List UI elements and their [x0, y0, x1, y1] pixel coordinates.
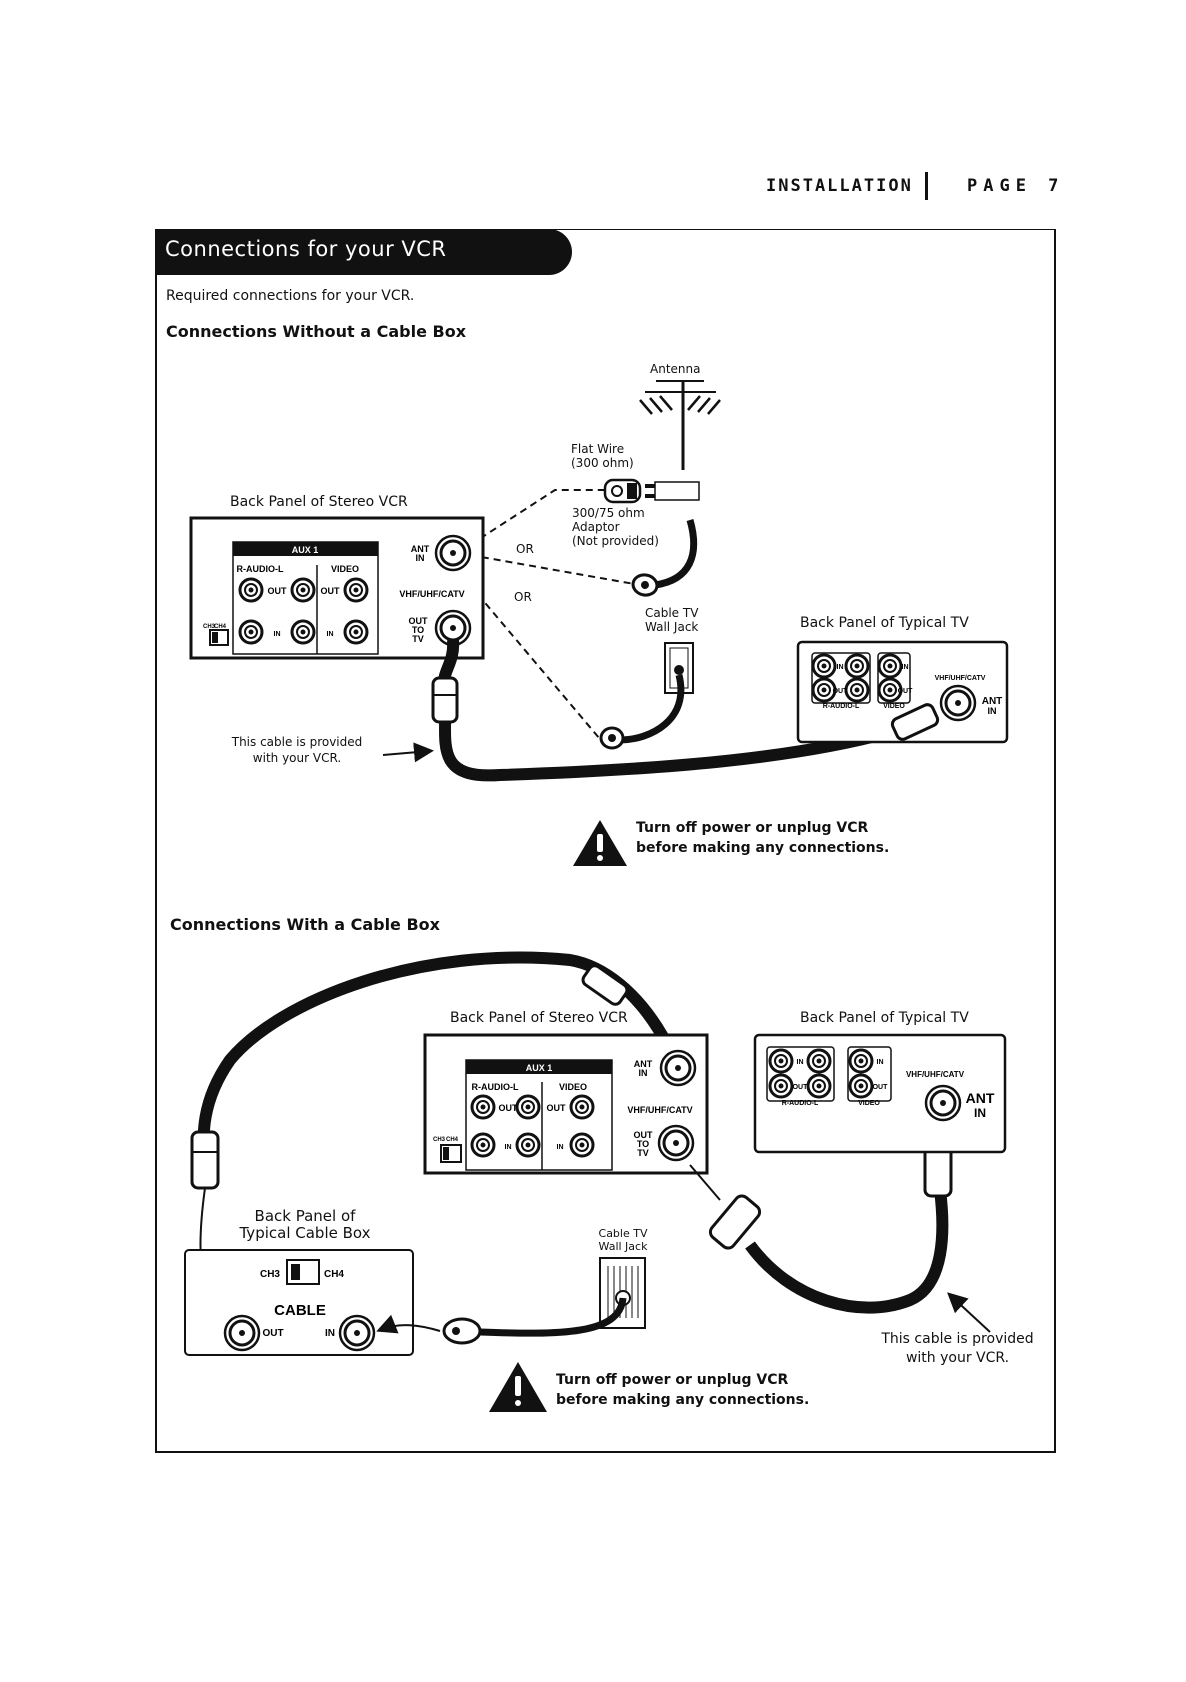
section-heading-no-cable-box: Connections Without a Cable Box — [166, 322, 467, 341]
svg-text:IN: IN — [327, 631, 334, 638]
svg-text:TO: TO — [412, 625, 424, 635]
svg-text:VIDEO: VIDEO — [331, 564, 359, 574]
or-label-2: OR — [514, 590, 532, 604]
svg-text:IN: IN — [416, 553, 425, 563]
tv-panel-label-2: Back Panel of Typical TV — [800, 1010, 969, 1026]
svg-text:IN: IN — [988, 706, 997, 716]
title-bar: Connections for your VCR — [155, 229, 572, 275]
svg-text:R-AUDIO-L: R-AUDIO-L — [782, 1100, 819, 1107]
svg-text:CH3: CH3 — [203, 624, 216, 630]
svg-text:VHF/UHF/CATV: VHF/UHF/CATV — [906, 1070, 965, 1079]
svg-text:AUX 1: AUX 1 — [526, 1063, 553, 1073]
vcr-panel-label-1: Back Panel of Stereo VCR — [230, 494, 408, 510]
svg-text:OUT: OUT — [793, 1084, 809, 1091]
vcr-back-panel-1 — [189, 516, 485, 660]
content-frame — [155, 229, 1056, 1453]
svg-text:IN: IN — [974, 1106, 986, 1120]
svg-text:OUT: OUT — [873, 1084, 889, 1091]
warning-icon-1 — [573, 820, 627, 866]
svg-text:IN: IN — [639, 1068, 648, 1078]
svg-text:R-AUDIO-L: R-AUDIO-L — [472, 1082, 519, 1092]
svg-text:ANT: ANT — [966, 1090, 995, 1106]
svg-text:OUT: OUT — [268, 586, 288, 596]
adaptor-label: 300/75 ohm Adaptor (Not provided) — [572, 506, 659, 548]
svg-text:OUT: OUT — [898, 688, 914, 695]
page-title: Connections for your VCR — [165, 237, 447, 261]
svg-text:ANT: ANT — [634, 1059, 653, 1069]
vcr-back-panel-2 — [423, 1033, 709, 1175]
svg-text:IN: IN — [902, 664, 909, 671]
svg-text:CH3: CH3 — [433, 1137, 446, 1143]
svg-text:CH3: CH3 — [260, 1269, 280, 1280]
svg-text:IN: IN — [837, 664, 844, 671]
svg-text:ANT: ANT — [982, 696, 1003, 707]
svg-text:TV: TV — [412, 634, 424, 644]
svg-text:ANT: ANT — [411, 544, 430, 554]
wall-jack-icon-2 — [599, 1257, 646, 1329]
svg-text:R-AUDIO-L: R-AUDIO-L — [237, 564, 284, 574]
aux-label: AUX 1 — [292, 545, 319, 555]
cable-note-2: This cable is provided with your VCR. — [881, 1331, 1034, 1366]
svg-text:IN: IN — [505, 1144, 512, 1151]
svg-text:R-AUDIO-L: R-AUDIO-L — [823, 703, 860, 710]
svg-text:CH4: CH4 — [214, 624, 227, 630]
svg-text:OUT: OUT — [547, 1103, 567, 1113]
svg-text:VIDEO: VIDEO — [883, 703, 905, 710]
vcr-panel-label-2: Back Panel of Stereo VCR — [450, 1010, 628, 1026]
header-divider — [925, 172, 928, 200]
intro-text: Required connections for your VCR. — [166, 288, 415, 304]
tv-panel-label-1: Back Panel of Typical TV — [800, 615, 969, 631]
flat-wire-label: Flat Wire (300 ohm) — [571, 442, 634, 470]
svg-text:OUT: OUT — [499, 1103, 519, 1113]
svg-text:TV: TV — [637, 1148, 649, 1158]
warning-text-1: Turn off power or unplug VCR before maki… — [636, 820, 890, 856]
svg-text:CABLE: CABLE — [274, 1302, 326, 1319]
svg-text:IN: IN — [274, 631, 281, 638]
svg-text:CH4: CH4 — [446, 1137, 459, 1143]
section-heading-with-cable-box: Connections With a Cable Box — [170, 915, 440, 934]
svg-text:IN: IN — [325, 1328, 335, 1339]
svg-text:OUT: OUT — [321, 586, 341, 596]
svg-text:VHF/UHF/CATV: VHF/UHF/CATV — [935, 675, 986, 682]
svg-text:IN: IN — [877, 1059, 884, 1066]
antenna-icon — [639, 380, 721, 470]
svg-text:VIDEO: VIDEO — [858, 1100, 880, 1107]
svg-text:OUT: OUT — [634, 1130, 654, 1140]
svg-text:VHF/UHF/CATV: VHF/UHF/CATV — [627, 1105, 692, 1115]
wall-jack-label: Cable TV Wall Jack — [645, 606, 699, 634]
svg-text:VHF/UHF/CATV: VHF/UHF/CATV — [399, 589, 464, 599]
svg-text:TO: TO — [637, 1139, 649, 1149]
antenna-label: Antenna — [650, 362, 701, 376]
cable-note-1: This cable is provided with your VCR. — [231, 735, 363, 765]
warning-icon-2 — [489, 1362, 547, 1412]
page-number: PAGE 7 — [967, 176, 1065, 196]
tv-back-panel-2 — [753, 1033, 1007, 1154]
warning-text-2: Turn off power or unplug VCR before maki… — [556, 1372, 810, 1408]
wall-jack-label-2: Cable TV Wall Jack — [598, 1227, 648, 1253]
svg-text:OUT: OUT — [409, 616, 429, 626]
svg-text:VIDEO: VIDEO — [559, 1082, 587, 1092]
cable-box-back-panel — [184, 1249, 414, 1356]
cable-box-label: Back Panel of Typical Cable Box — [239, 1207, 371, 1242]
adaptor-icon — [603, 478, 700, 504]
svg-text:OUT: OUT — [262, 1328, 283, 1339]
tv-back-panel-1 — [796, 640, 1009, 744]
section-name: INSTALLATION — [766, 176, 913, 196]
or-label-1: OR — [516, 542, 534, 556]
svg-text:IN: IN — [557, 1144, 564, 1151]
svg-text:IN: IN — [797, 1059, 804, 1066]
svg-text:CH4: CH4 — [324, 1269, 344, 1280]
svg-text:OUT: OUT — [833, 688, 849, 695]
